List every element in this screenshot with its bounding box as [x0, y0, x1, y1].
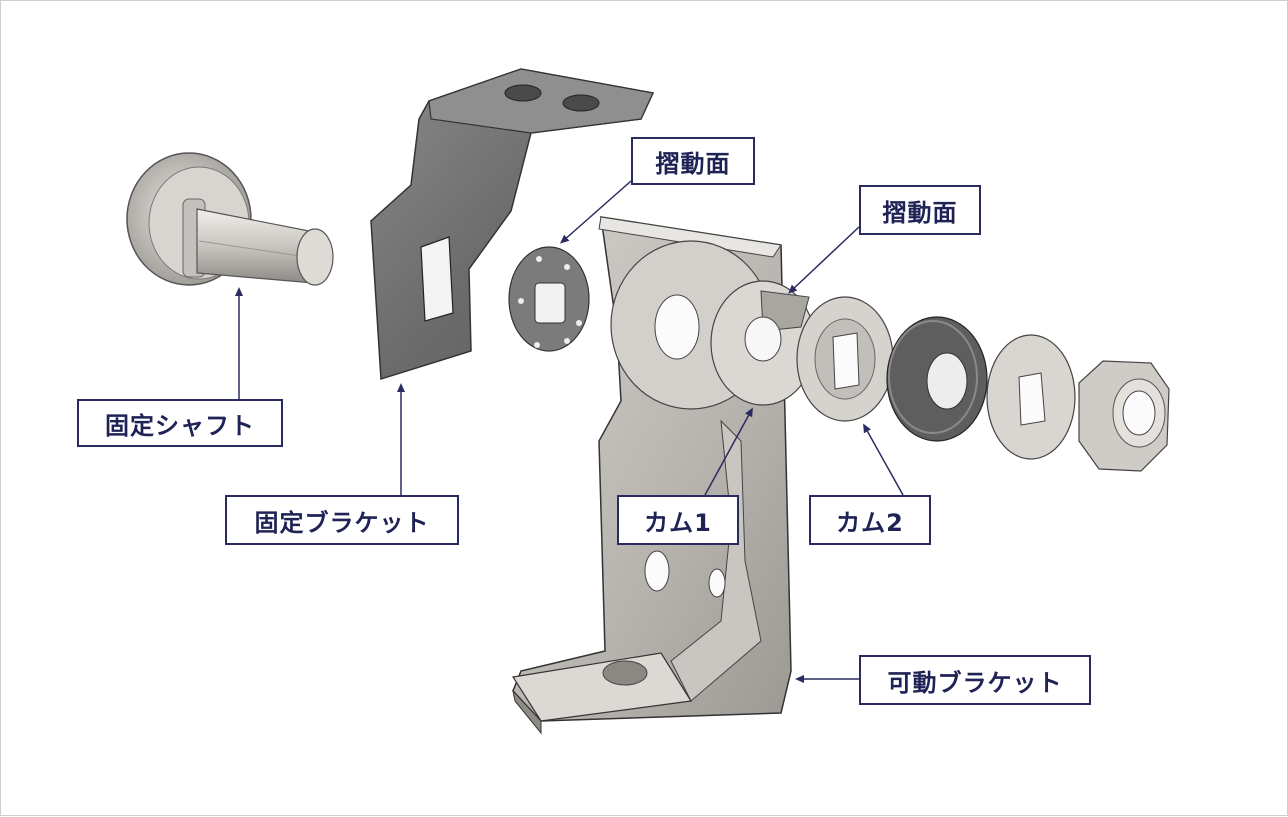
label-sliding-surface-1: 摺動面 [631, 137, 755, 185]
flat-washer-part [986, 334, 1076, 460]
sliding-washer-part [508, 246, 590, 352]
label-fixed-shaft: 固定シャフト [77, 399, 283, 447]
label-cam2: カム2 [809, 495, 931, 545]
label-cam1: カム1 [617, 495, 739, 545]
fixed-shaft-part [126, 152, 334, 286]
leader-cam2 [863, 423, 904, 496]
label-movable-bracket: 可動ブラケット [859, 655, 1091, 705]
leader-sliding-surface-2 [788, 226, 860, 294]
cam2-part [796, 296, 894, 422]
label-sliding-surface-2: 摺動面 [859, 185, 981, 235]
label-fixed-bracket: 固定ブラケット [225, 495, 459, 545]
cam1-part [710, 280, 816, 406]
leader-cam1 [704, 407, 753, 496]
spring-washer-part [886, 316, 988, 442]
hex-nut-part [1078, 360, 1170, 472]
leader-sliding-surface-1 [560, 180, 632, 244]
fixed-bracket-part [370, 68, 655, 380]
leader-lines [235, 180, 904, 683]
